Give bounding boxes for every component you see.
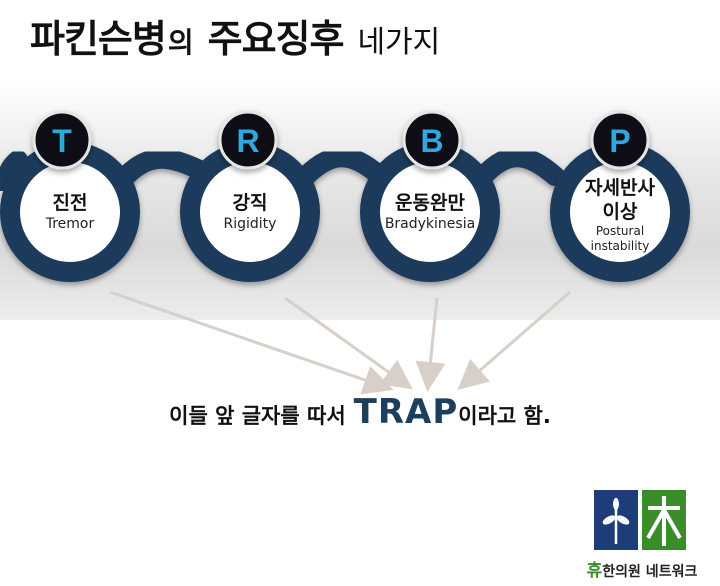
title-part-3: 주요징후 [207, 17, 345, 61]
letter-badge-b [402, 110, 462, 170]
node-korean: 진전 [52, 192, 88, 214]
arrow-icon-1 [109, 290, 394, 395]
letter-t: T [52, 123, 72, 159]
node-label-r: 강직 Rigidity [190, 191, 310, 233]
arrow-icon-2 [284, 296, 413, 390]
node-korean: 강직 [232, 192, 268, 214]
node-label-p: 자세반사 이상 Postural instability [560, 176, 680, 254]
page-title: 파킨슨병 의 주요징후 네가지 [30, 8, 440, 64]
title-part-2: 의 [167, 26, 194, 59]
herb-tree-logo-icon [594, 490, 686, 550]
arrow-icon-4 [457, 290, 571, 390]
node-english: Tremor [45, 216, 95, 232]
organization-label: 한의원 네트워크 [602, 564, 698, 580]
organization-mark: 휴 [586, 561, 603, 581]
trap-caption: 이들 앞 글자를 따서 TRAP 이라고 함. [0, 392, 720, 442]
caption-after: 이라고 함. [458, 404, 551, 428]
title-part-1: 파킨슨병 [30, 17, 167, 61]
letter-badge-t [32, 110, 92, 170]
ribbon-tail-left [0, 150, 28, 195]
ribbon-connector-2 [290, 147, 390, 192]
letter-r: R [236, 123, 259, 159]
arrow-icon-3 [415, 297, 446, 392]
node-label-b: 운동완만 Bradykinesia [370, 191, 490, 233]
trap-ribbon-diagram: T R B P [0, 110, 690, 395]
node-korean-line-1: 자세반사 [585, 177, 655, 199]
title-part-4: 네가지 [357, 25, 441, 60]
caption-acronym: TRAP [353, 392, 459, 432]
letter-badge-p [590, 110, 650, 170]
node-english-line-1: Postural [595, 224, 645, 238]
letter-b: B [420, 123, 443, 159]
caption-before: 이들 앞 글자를 따서 [169, 404, 346, 428]
node-english: Rigidity [223, 216, 277, 232]
node-korean-line-2: 이상 [602, 201, 638, 223]
node-english-line-2: instability [590, 239, 650, 253]
letter-badge-r [218, 110, 278, 170]
letter-p: P [609, 123, 630, 159]
node-label-t: 진전 Tremor [10, 191, 130, 233]
node-english: Bradykinesia [384, 216, 476, 232]
organization-name: 휴한의원 네트워크 [568, 556, 716, 581]
node-korean: 운동완만 [395, 192, 465, 214]
